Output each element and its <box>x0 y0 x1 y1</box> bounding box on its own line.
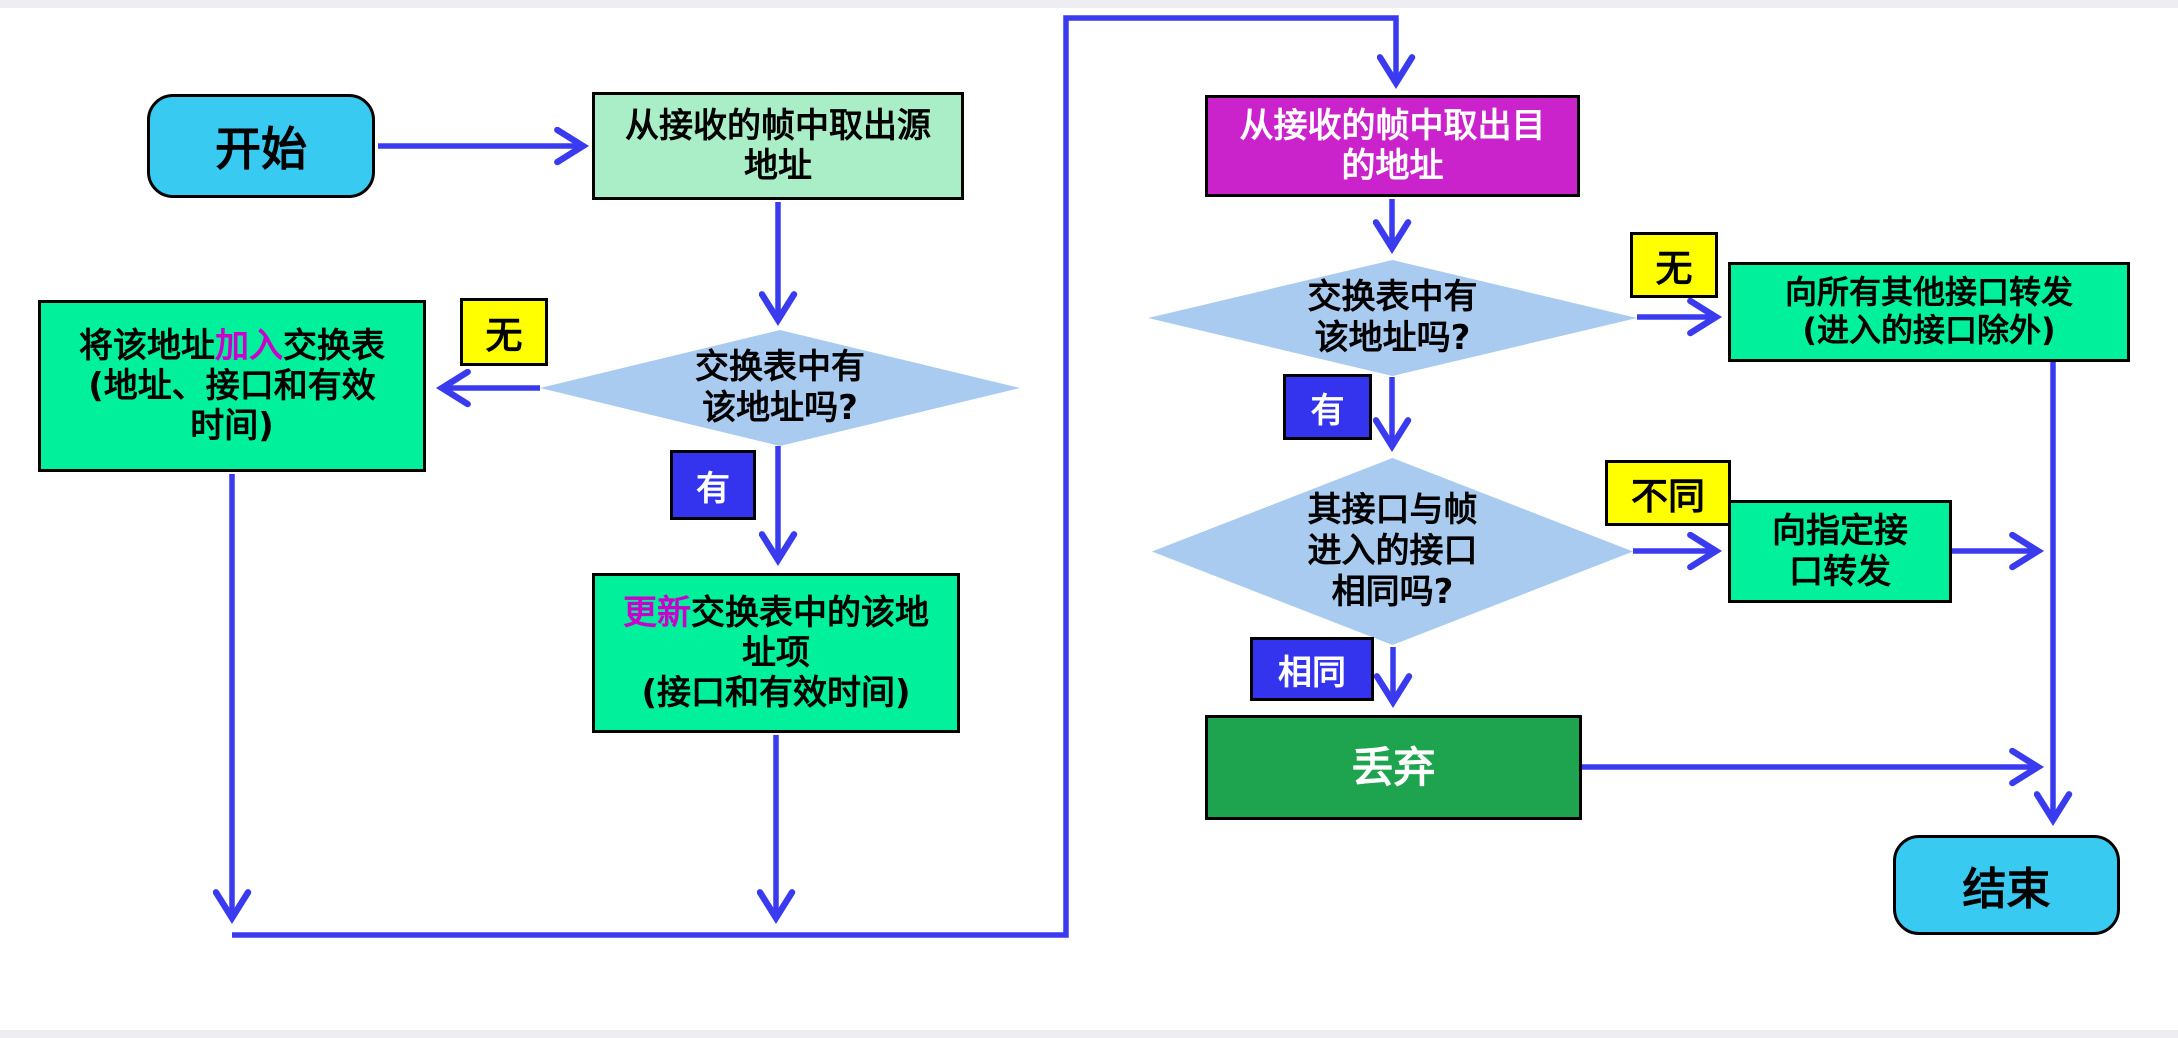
add-to-table-node: 将该地址加入交换表 (地址、接口和有效 时间) <box>38 300 426 472</box>
port-decision-line2: 进入的接口 <box>1307 531 1478 572</box>
end-label: 结束 <box>1962 864 2051 915</box>
bottom-edge-strip <box>0 1030 2178 1038</box>
edge-label-no-source: 无 <box>460 298 548 366</box>
top-edge-strip <box>0 0 2178 8</box>
update-post-text: 交换表中的该地 <box>691 592 929 633</box>
connector-bottom-to-extract-dest <box>232 15 1416 938</box>
add-to-table-line3: 时间) <box>190 406 274 447</box>
extract-dest-line2: 的地址 <box>1341 146 1444 186</box>
source-decision-line1: 交换表中有 <box>695 347 865 388</box>
port-decision-line1: 其接口与帧 <box>1307 490 1478 531</box>
add-to-table-line1: 将该地址加入交换表 <box>79 326 385 366</box>
forward-designated-node: 向指定接 口转发 <box>1728 500 1952 603</box>
start-label: 开始 <box>215 122 307 176</box>
add-highlight-text: 加入 <box>215 325 283 366</box>
source-decision-line2: 该地址吗? <box>702 388 858 428</box>
update-entry-line2: 址项 <box>742 632 810 673</box>
extract-dest-line1: 从接收的帧中取出目 <box>1239 105 1546 146</box>
designated-line1: 向指定接 <box>1772 511 1908 552</box>
edge-label-yes-source: 有 <box>670 450 756 520</box>
edge-label-yes-dest: 有 <box>1283 374 1372 440</box>
designated-line2: 口转发 <box>1789 551 1891 592</box>
extract-source-node: 从接收的帧中取出源 地址 <box>592 92 964 200</box>
add-pre-text: 将该地址 <box>79 325 215 366</box>
edge-label-different: 不同 <box>1605 460 1731 526</box>
extract-source-line2: 地址 <box>744 146 812 186</box>
flood-line2: (进入的接口除外) <box>1802 311 2056 349</box>
update-entry-line3: (接口和有效时间) <box>641 673 911 714</box>
update-entry-line1: 更新交换表中的该地 <box>623 593 929 633</box>
extract-source-line1: 从接收的帧中取出源 <box>625 105 931 146</box>
end-node: 结束 <box>1893 835 2120 935</box>
dest-decision-line1: 交换表中有 <box>1307 277 1478 318</box>
edge-label-no-dest: 无 <box>1630 232 1718 298</box>
update-highlight-text: 更新 <box>623 592 691 633</box>
discard-node: 丢弃 <box>1205 715 1582 820</box>
flood-line1: 向所有其他接口转发 <box>1784 273 2073 312</box>
dest-decision-line2: 该地址吗? <box>1314 318 1471 358</box>
port-decision-line3: 相同吗? <box>1331 571 1454 612</box>
start-node: 开始 <box>147 94 375 198</box>
update-entry-node: 更新交换表中的该地 址项 (接口和有效时间) <box>592 573 960 733</box>
flood-forward-node: 向所有其他接口转发 (进入的接口除外) <box>1728 262 2130 362</box>
edge-label-same: 相同 <box>1250 637 1374 701</box>
extract-dest-node: 从接收的帧中取出目 的地址 <box>1205 95 1580 197</box>
discard-label: 丢弃 <box>1351 742 1436 792</box>
add-post-text: 交换表 <box>283 325 385 366</box>
add-to-table-line2: (地址、接口和有效 <box>88 365 376 406</box>
